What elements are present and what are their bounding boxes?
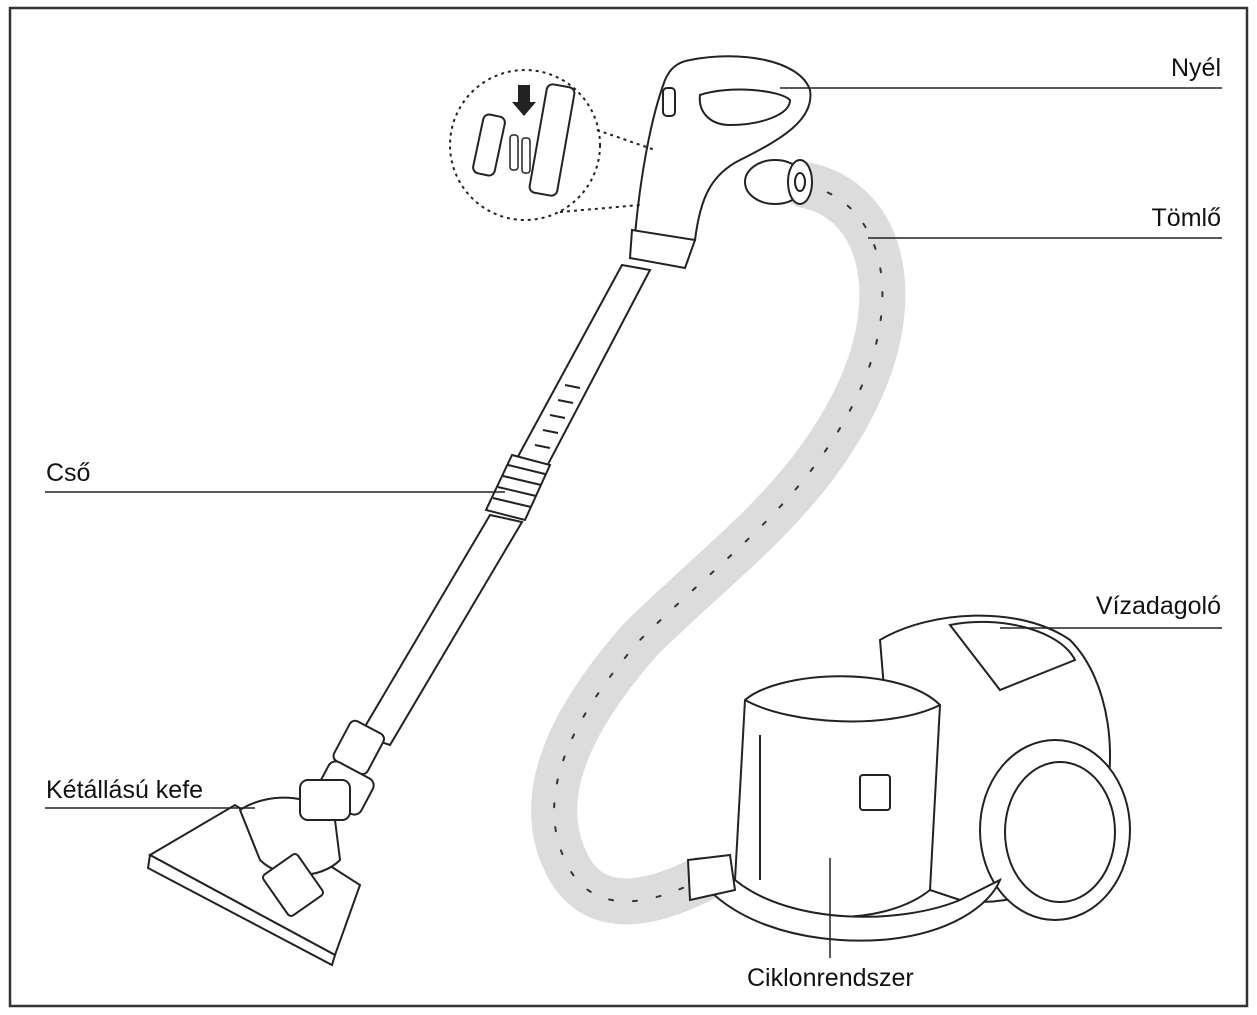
vacuum-body [686, 614, 1131, 942]
two-position-brush [146, 779, 362, 967]
label-tube: Cső [46, 459, 91, 487]
label-hose: Tömlő [1151, 204, 1221, 232]
handle [628, 55, 813, 270]
battery-icon [472, 113, 506, 177]
label-handle: Nyél [1170, 54, 1221, 82]
label-two-position-brush: Kétállású kefe [46, 776, 204, 804]
arrow-down-icon [512, 85, 536, 116]
callout-lines [45, 87, 1222, 958]
diagram-border [8, 6, 1249, 1008]
label-cyclone-system: Ciklonrendszer [747, 964, 914, 992]
battery-detail-inset [449, 69, 656, 221]
label-water-dispenser: Vízadagoló [1095, 592, 1221, 620]
hose [531, 162, 906, 925]
